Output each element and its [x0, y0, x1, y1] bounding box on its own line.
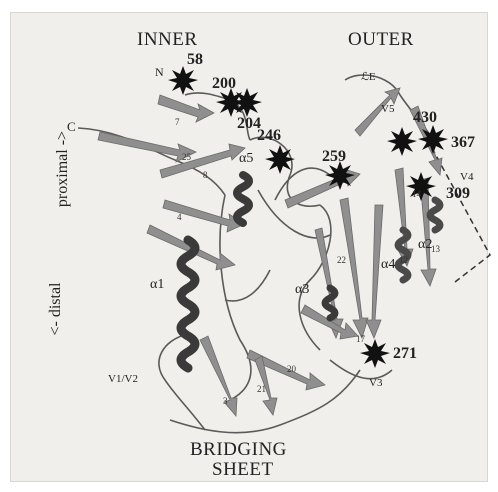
strand-label: 21	[257, 385, 266, 394]
strand-label: 12	[399, 256, 408, 265]
residue-label-200: 200	[212, 76, 236, 92]
residue-star-367	[418, 125, 448, 154]
loop-label-v5: V5	[381, 104, 394, 115]
strand-label: 3	[223, 397, 228, 406]
helix-a5	[237, 175, 249, 223]
n-terminus-label: N	[155, 66, 164, 78]
residue-label-309: 309	[446, 186, 470, 202]
region-label-bridging: BRIDGING	[190, 440, 287, 459]
strand-label: 17	[356, 335, 365, 344]
helix-label-a4: α4	[381, 258, 395, 272]
residue-label-246: 246	[257, 128, 281, 144]
strand-label: 20	[287, 365, 296, 374]
helix-label-a3: α3	[295, 283, 309, 297]
loop-label-v1v2: V1/V2	[108, 374, 138, 385]
strand-label: 25	[182, 153, 191, 162]
loop-label-le: ℒE	[361, 72, 376, 83]
strand-label: 13	[431, 245, 440, 254]
residue-star-58	[168, 66, 198, 95]
strand-arrow	[163, 200, 245, 232]
residue-star-259	[325, 161, 355, 190]
residue-star-246	[265, 145, 295, 174]
region-label-outer: OUTER	[348, 30, 414, 49]
loop-label-v4: V4	[460, 172, 473, 183]
residue-star-309	[406, 172, 436, 201]
strand-label: 22	[337, 256, 346, 265]
strand-label: 14	[412, 190, 421, 199]
strand-label: 4	[177, 213, 182, 222]
strand-arrow	[200, 336, 237, 416]
helix-a2	[430, 200, 440, 230]
residue-label-430: 430	[413, 110, 437, 126]
residue-label-271: 271	[393, 346, 417, 362]
strand-label: 8	[203, 171, 208, 180]
region-label-sheet: SHEET	[212, 460, 274, 479]
strand-label: 7	[175, 118, 180, 127]
strand-arrow	[158, 95, 214, 122]
helix-label-a1: α1	[150, 278, 164, 292]
strand-arrow	[340, 198, 368, 338]
loop-label-v3: V3	[369, 378, 382, 389]
axis-label-distal: <- distal	[47, 249, 65, 369]
helix-label-a5: α5	[239, 152, 253, 166]
residue-label-58: 58	[187, 52, 203, 68]
residue-label-367: 367	[451, 135, 475, 151]
residue-star-430	[387, 127, 417, 156]
region-label-inner: INNER	[137, 30, 198, 49]
residue-star-204	[232, 88, 262, 117]
c-terminus-label: C	[67, 120, 76, 133]
helix-a1	[181, 240, 195, 368]
residue-label-259: 259	[322, 149, 346, 165]
